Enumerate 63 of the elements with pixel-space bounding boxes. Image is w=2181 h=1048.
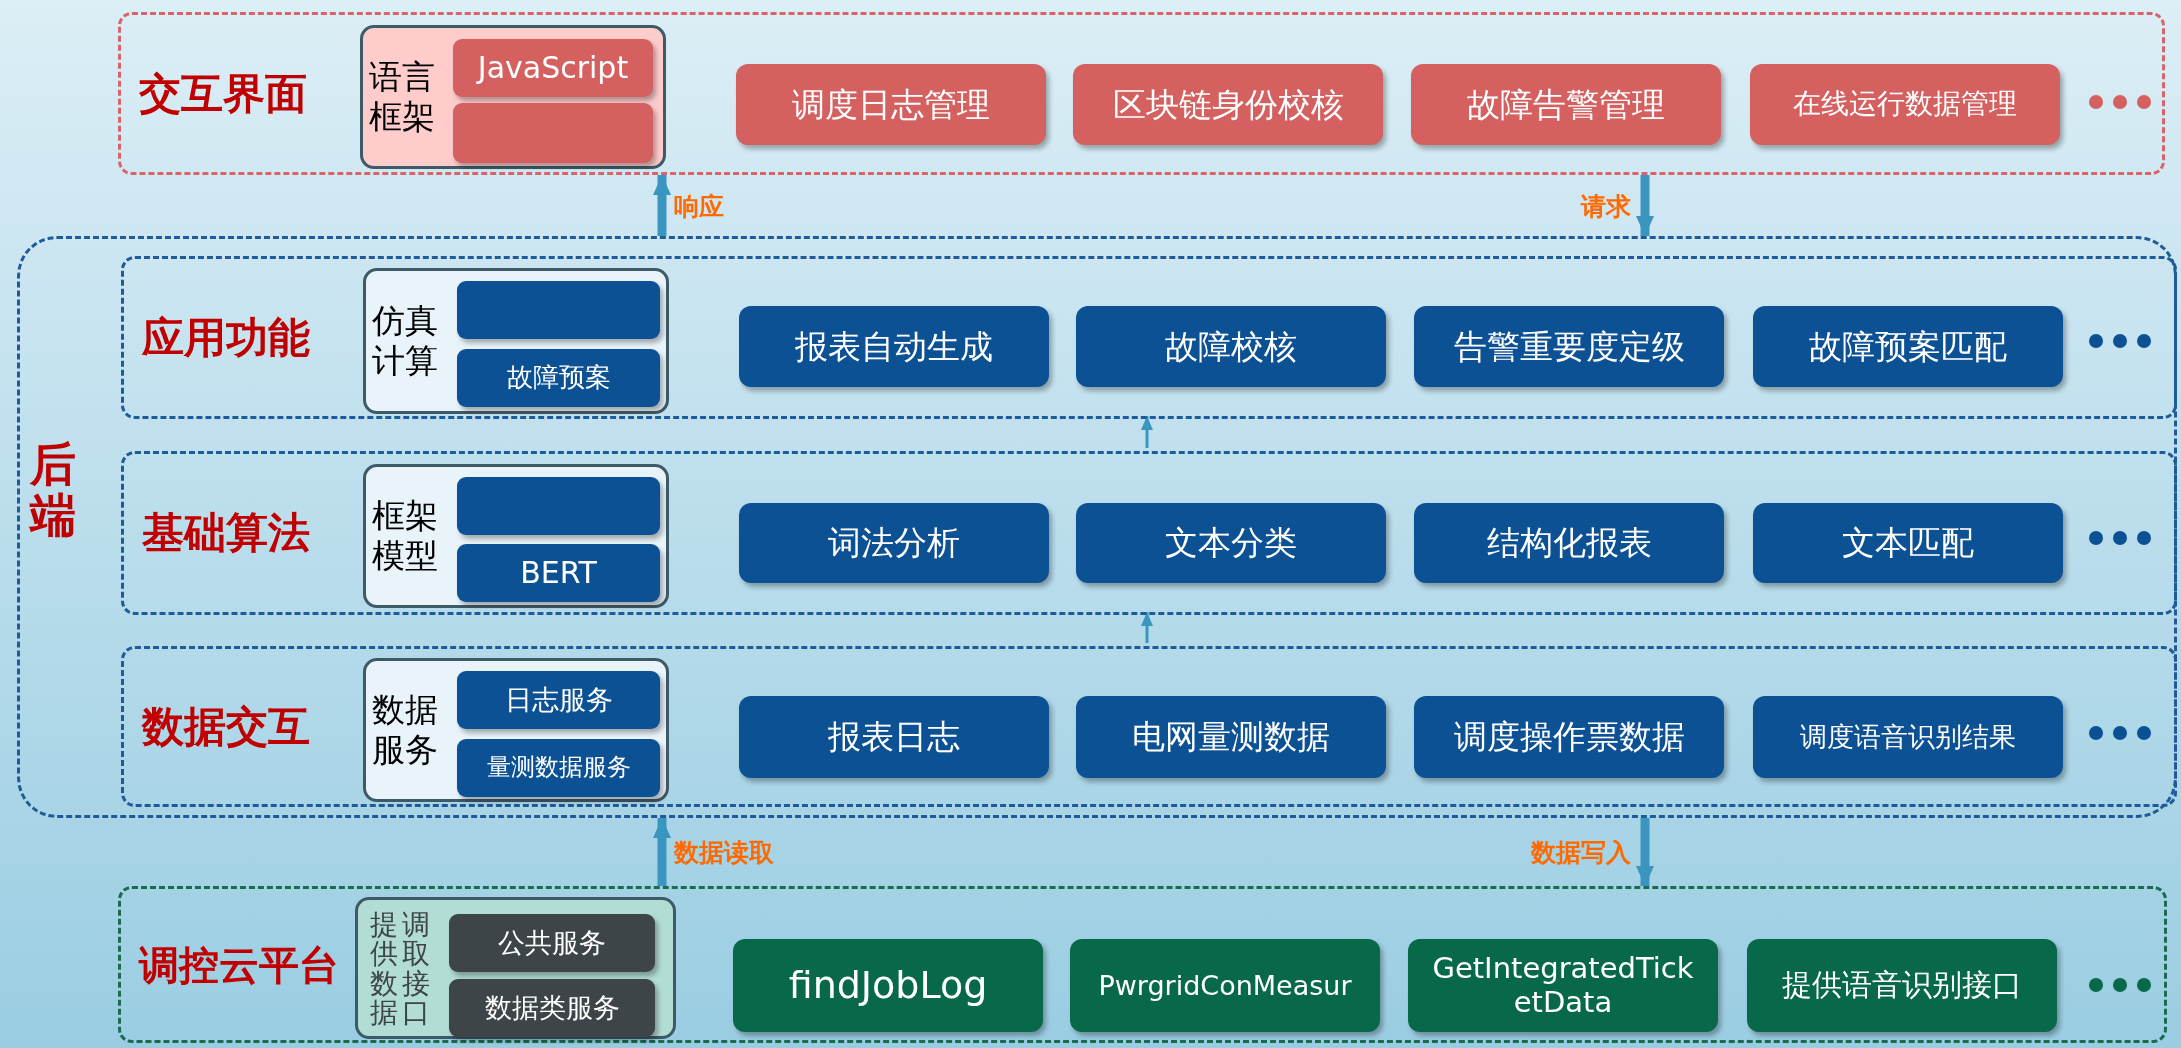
arrow bbox=[1141, 416, 1153, 448]
function-box: 调度操作票数据 bbox=[1414, 696, 1724, 778]
edge-label: 请求 bbox=[1581, 190, 1631, 223]
layer-title: 后端 bbox=[30, 439, 77, 541]
component-box: JavaScript bbox=[453, 39, 653, 97]
section-frame bbox=[17, 236, 2177, 818]
function-box: 故障校核 bbox=[1076, 306, 1386, 387]
component-box: 数据类服务 bbox=[449, 979, 655, 1037]
group-label: 框架模型 bbox=[372, 496, 439, 576]
layer-title: 应用功能 bbox=[142, 311, 310, 364]
arrow bbox=[1636, 818, 1654, 886]
function-box: 报表自动生成 bbox=[739, 306, 1049, 387]
function-box: 调度语音识别结果 bbox=[1753, 696, 2063, 778]
component-box: 故障预案 bbox=[457, 349, 660, 407]
group-label: 语言框架 bbox=[369, 57, 436, 137]
layer-band bbox=[121, 256, 2177, 419]
edge-label: 数据读取 bbox=[674, 837, 774, 869]
function-box: 报表日志 bbox=[739, 696, 1049, 778]
blank-box bbox=[457, 477, 660, 535]
group-box bbox=[355, 897, 676, 1039]
arrow bbox=[653, 818, 671, 886]
arrow bbox=[1636, 175, 1654, 236]
group-box bbox=[363, 658, 669, 802]
group-label: 数据服务 bbox=[372, 690, 439, 770]
group-label: 仿真计算 bbox=[372, 301, 439, 381]
function-box: 文本匹配 bbox=[1753, 503, 2063, 583]
function-box: 结构化报表 bbox=[1414, 503, 1724, 583]
component-box: 公共服务 bbox=[449, 914, 655, 972]
group-box bbox=[363, 268, 669, 414]
function-box: 在线运行数据管理 bbox=[1750, 64, 2060, 145]
function-box: 词法分析 bbox=[739, 503, 1049, 583]
edge-label: 响应 bbox=[674, 190, 724, 223]
layer-title: 基础算法 bbox=[142, 507, 310, 559]
group-label: 调取接口 bbox=[402, 910, 431, 1028]
function-box: 区块链身份校核 bbox=[1073, 64, 1383, 145]
group-box bbox=[360, 25, 666, 169]
function-box: 电网量测数据 bbox=[1076, 696, 1386, 778]
function-box: PwrgridConMeasur bbox=[1070, 939, 1380, 1032]
function-box: 提供语音识别接口 bbox=[1747, 939, 2057, 1032]
blank-box bbox=[453, 103, 653, 163]
layer-title: 交互界面 bbox=[139, 67, 307, 120]
component-box: BERT bbox=[457, 544, 660, 602]
function-box: GetIntegratedTicketData bbox=[1408, 939, 1718, 1032]
function-box: 故障告警管理 bbox=[1411, 64, 1721, 145]
function-box: 调度日志管理 bbox=[736, 64, 1046, 145]
arrow bbox=[653, 175, 671, 236]
layer-band bbox=[121, 451, 2177, 615]
group-box bbox=[363, 464, 669, 608]
function-box: 文本分类 bbox=[1076, 503, 1386, 583]
arrow bbox=[1141, 612, 1153, 643]
layer-band bbox=[118, 12, 2165, 175]
component-box: 日志服务 bbox=[457, 671, 660, 729]
blank-box bbox=[457, 281, 660, 339]
function-box: findJobLog bbox=[733, 939, 1043, 1032]
layer-band bbox=[118, 886, 2167, 1043]
group-label: 提供数据 bbox=[370, 910, 399, 1028]
edge-label: 数据写入 bbox=[1531, 837, 1631, 869]
function-box: 告警重要度定级 bbox=[1414, 306, 1724, 387]
function-box: 故障预案匹配 bbox=[1753, 306, 2063, 387]
layer-title: 数据交互 bbox=[142, 700, 310, 753]
component-box: 量测数据服务 bbox=[457, 739, 660, 797]
layer-band bbox=[121, 646, 2177, 807]
layer-title: 调控云平台 bbox=[139, 940, 339, 989]
